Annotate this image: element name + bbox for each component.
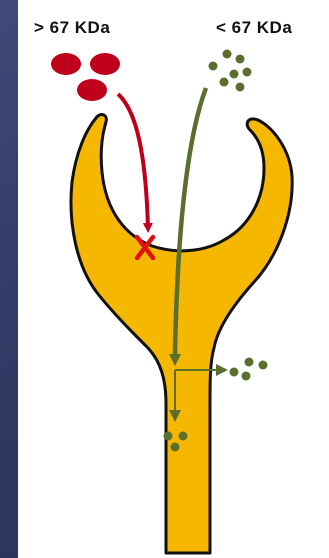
small-particle: [230, 70, 239, 79]
filtered-particle: [179, 432, 188, 441]
exited-particle: [230, 368, 239, 377]
filtered-particle: [164, 432, 173, 441]
small-particle: [243, 68, 252, 77]
large-molecule-arrow: [118, 94, 148, 228]
filtered-particle: [171, 443, 180, 452]
small-particle: [236, 55, 245, 64]
small-particle: [209, 62, 218, 71]
large-particle: [77, 79, 107, 101]
filter-shape: [71, 115, 292, 553]
small-particle: [223, 50, 232, 59]
filtration-diagram: [18, 0, 329, 558]
small-particle: [220, 78, 229, 87]
diagram-panel: > 67 KDa < 67 KDa: [18, 0, 329, 558]
exited-particle: [259, 361, 268, 370]
large-particle: [51, 53, 81, 75]
exited-particle: [245, 358, 254, 367]
large-particle: [90, 53, 120, 75]
exited-particle: [242, 372, 251, 381]
small-particle: [236, 83, 245, 92]
